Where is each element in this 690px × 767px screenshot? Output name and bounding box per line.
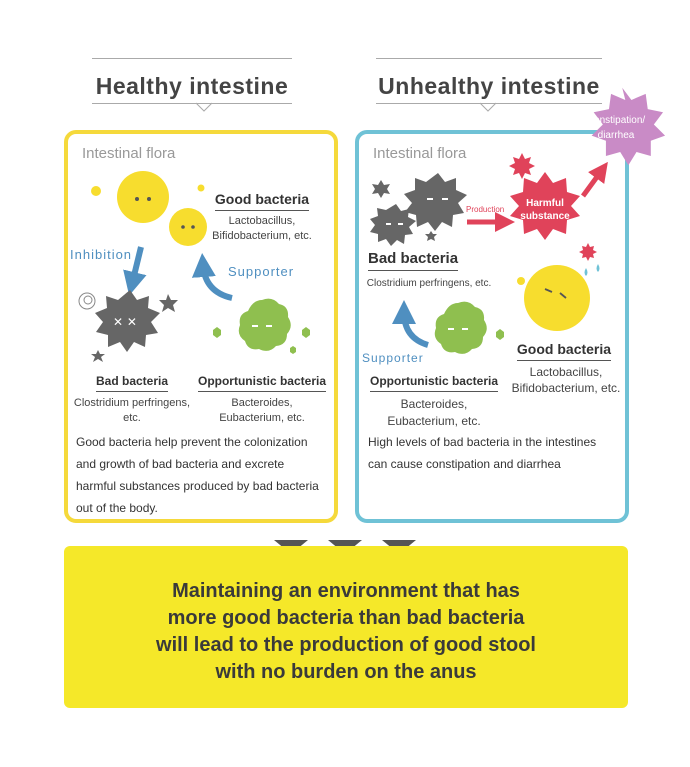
unhealthy-opp-sub: Bacteroides, Eubacterium, etc. — [374, 396, 494, 430]
constipation-burst-icon — [591, 87, 666, 166]
good-bacteria-large-icon — [91, 171, 169, 223]
healthy-good-title-text: Good bacteria — [214, 191, 310, 211]
harmful-label-line-2: substance — [520, 211, 570, 222]
production-label: Production — [466, 205, 505, 214]
inhibition-arrow — [123, 246, 147, 296]
harmful-substance-icon — [509, 153, 597, 261]
healthy-bad-sub-line-1: Clostridium perfringens, — [73, 397, 191, 409]
harmful-label-line-1: Harmful — [526, 198, 564, 209]
unhealthy-heading-text: Unhealthy intestine — [378, 73, 600, 99]
unhealthy-description-line-1: High levels of bad bacteria in the intes… — [368, 435, 597, 449]
good-bacteria-small-icon — [169, 184, 207, 246]
unhealthy-good-sub-line-1: Lactobacillus, — [529, 365, 603, 379]
unhealthy-heading: Unhealthy intestine — [376, 58, 602, 104]
unhealthy-opp-sub-line-1: Bacteroides, — [400, 397, 468, 411]
unhealthy-panel-title: Intestinal flora — [373, 145, 467, 162]
unhealthy-good-sub: Lactobacillus, Bifidobacterium, etc. — [506, 364, 626, 396]
healthy-description-line-3: harmful substances produced by bad bacte… — [76, 479, 319, 493]
unhealthy-heading-notch — [479, 102, 497, 112]
unhealthy-description-line-2: can cause constipation and diarrhea — [368, 457, 561, 471]
healthy-good-title: Good bacteria — [212, 191, 312, 211]
healthy-opp-sub: Bacteroides, Eubacterium, etc. — [196, 396, 328, 426]
supporter-arrow-healthy — [191, 253, 233, 301]
conclusion-text: Maintaining an environment that has more… — [64, 578, 628, 686]
unhealthy-opp-sub-line-2: Eubacterium, etc. — [387, 414, 481, 428]
unhealthy-bad-sub: Clostridium perfringens, etc. — [366, 278, 492, 289]
healthy-good-sub-line-1: Lactobacillus, — [228, 215, 296, 227]
healthy-description-line-4: out of the body. — [76, 501, 158, 515]
constipation-arrow — [580, 161, 608, 198]
healthy-good-sub-line-2: Bifidobacterium, etc. — [212, 230, 312, 242]
healthy-bad-sub-line-2: etc. — [123, 412, 141, 424]
opportunistic-bacteria-unhealthy-icon — [434, 301, 504, 354]
constipation-label-line-2: diarrhea — [597, 130, 635, 141]
healthy-heading: Healthy intestine — [92, 58, 292, 104]
conclusion-line-3: will lead to the production of good stoo… — [156, 634, 536, 656]
opportunistic-bacteria-icon — [213, 298, 310, 354]
unhealthy-bad-title-text: Bad bacteria — [368, 250, 459, 271]
healthy-opp-sub-line-2: Eubacterium, etc. — [219, 412, 305, 424]
constipation-label: Constipation/ diarrhea — [576, 113, 656, 143]
conclusion-line-1: Maintaining an environment that has — [172, 580, 520, 602]
bad-bacteria-cluster-icon — [370, 173, 467, 246]
inhibition-label: Inhibition — [70, 247, 133, 262]
constipation-label-line-1: Constipation/ — [586, 115, 646, 126]
unhealthy-opp-title-text: Opportunistic bacteria — [369, 374, 499, 392]
sad-good-bacteria-icon — [517, 264, 600, 331]
unhealthy-good-title: Good bacteria — [512, 341, 616, 361]
healthy-bad-title: Bad bacteria — [82, 374, 182, 392]
healthy-description: Good bacteria help prevent the colonizat… — [76, 431, 334, 519]
healthy-description-line-2: and growth of bad bacteria and excrete — [76, 457, 285, 471]
unhealthy-supporter-label: Supporter — [362, 351, 424, 365]
healthy-opp-title-text: Opportunistic bacteria — [197, 374, 327, 392]
healthy-description-line-1: Good bacteria help prevent the colonizat… — [76, 435, 308, 449]
unhealthy-bad-title: Bad bacteria — [368, 250, 482, 271]
healthy-panel-title: Intestinal flora — [82, 145, 176, 162]
svg-text:✕ ✕: ✕ ✕ — [113, 315, 137, 329]
unhealthy-good-title-text: Good bacteria — [516, 341, 612, 361]
harmful-label: Harmful substance — [512, 197, 578, 223]
conclusion-line-2: more good bacteria than bad bacteria — [167, 607, 525, 629]
healthy-opp-title: Opportunistic bacteria — [196, 374, 328, 392]
healthy-heading-notch — [195, 102, 213, 112]
healthy-good-sub: Lactobacillus, Bifidobacterium, etc. — [200, 214, 324, 244]
conclusion-box: Maintaining an environment that has more… — [64, 546, 628, 708]
supporter-arrow-unhealthy — [392, 300, 429, 348]
bad-bacteria-icon: ✕ ✕ — [78, 290, 178, 362]
healthy-supporter-label: Supporter — [228, 264, 295, 279]
healthy-heading-text: Healthy intestine — [95, 73, 289, 99]
unhealthy-description: High levels of bad bacteria in the intes… — [368, 431, 624, 475]
healthy-bad-title-text: Bad bacteria — [95, 374, 169, 392]
healthy-bad-sub: Clostridium perfringens, etc. — [68, 396, 196, 426]
conclusion-line-4: with no burden on the anus — [215, 661, 477, 683]
unhealthy-good-sub-line-2: Bifidobacterium, etc. — [511, 381, 621, 395]
healthy-opp-sub-line-1: Bacteroides, — [231, 397, 293, 409]
unhealthy-opp-title: Opportunistic bacteria — [364, 374, 504, 392]
